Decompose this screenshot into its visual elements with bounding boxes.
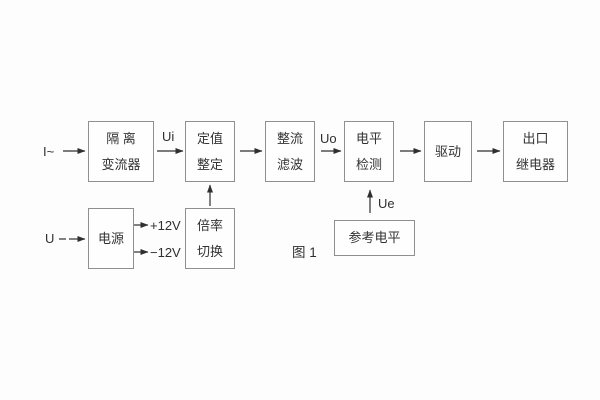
- block-relay-line1: 出口: [522, 130, 549, 146]
- block-drive-label: 驱动: [434, 143, 461, 159]
- block-rectifier-line2: 滤波: [276, 156, 303, 172]
- block-isolation-line2: 变流器: [101, 156, 141, 172]
- block-level-detect: 电平 检测: [344, 121, 394, 182]
- block-output-relay: 出口 继电器: [503, 121, 568, 182]
- signal-input-voltage-label: U: [45, 231, 55, 246]
- block-setting-line2: 整定: [196, 156, 223, 172]
- block-level-line1: 电平: [355, 130, 382, 146]
- signal-ue-label: Ue: [378, 196, 395, 211]
- block-drive: 驱动: [424, 121, 472, 182]
- block-rectifier-line1: 整流: [276, 130, 303, 146]
- block-relay-line2: 继电器: [515, 156, 555, 172]
- block-setting-line1: 定值: [196, 130, 223, 146]
- signal-ui-label: Ui: [162, 129, 175, 144]
- block-ratio-line2: 切换: [196, 243, 223, 259]
- block-setting-adjust: 定值 整定: [185, 121, 235, 182]
- signal-input-current-label: I~: [43, 144, 55, 159]
- block-power-label: 电源: [97, 230, 124, 246]
- block-level-line2: 检测: [355, 156, 382, 172]
- figure-caption: 图 1: [292, 245, 317, 260]
- block-reference-label: 参考电平: [348, 230, 401, 245]
- block-rectify-filter: 整流 滤波: [265, 121, 315, 182]
- block-ratio-line1: 倍率: [196, 217, 223, 233]
- signal-uo-label: Uo: [320, 131, 337, 146]
- block-isolation-line1: 隔 离: [106, 130, 136, 146]
- block-reference-level: 参考电平: [334, 220, 415, 256]
- block-ratio-switch: 倍率 切换: [185, 208, 235, 269]
- signal-minus12v-label: −12V: [150, 245, 181, 260]
- block-power-supply: 电源: [88, 208, 134, 269]
- block-isolation-transformer: 隔 离 变流器: [88, 121, 154, 182]
- signal-plus12v-label: +12V: [150, 218, 181, 233]
